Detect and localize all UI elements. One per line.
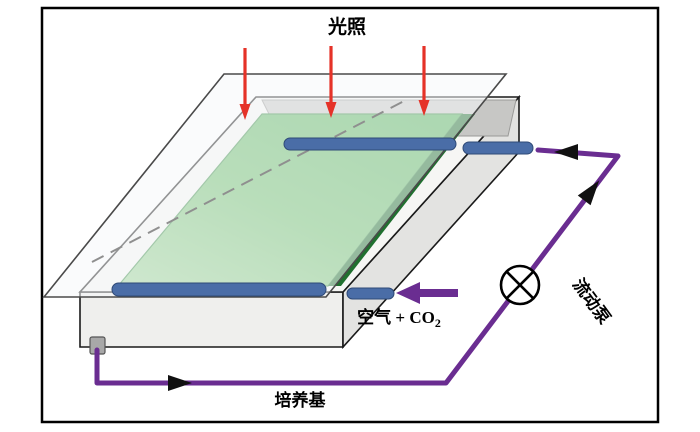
circulation-pipe xyxy=(94,147,621,386)
air-co2-label: 空气 + CO2 xyxy=(357,307,441,330)
sparger-tube-front xyxy=(111,282,327,297)
light-label: 光照 xyxy=(327,15,366,38)
air-co2-arrow xyxy=(396,282,458,304)
air-inlet-tube xyxy=(346,287,395,300)
pump-icon xyxy=(499,264,541,306)
glass-reflection-line xyxy=(91,98,409,263)
flow-arrow-left xyxy=(554,144,578,160)
flow-arrow-up xyxy=(577,180,600,206)
sparger-tube-back xyxy=(283,137,457,151)
glass-plate xyxy=(42,73,508,298)
air-co2-text: 空气 + CO xyxy=(357,307,435,327)
light-arrow-head xyxy=(418,100,430,116)
flow-arrow-right xyxy=(168,375,192,391)
light-arrow-head xyxy=(239,104,251,120)
outlet-tube-right xyxy=(462,141,534,155)
pump-cross-line-2 xyxy=(505,270,535,300)
air-co2-subscript: 2 xyxy=(435,316,441,330)
light-arrow-head xyxy=(325,102,337,118)
light-arrows xyxy=(239,46,430,120)
medium-label: 培养基 xyxy=(275,390,327,410)
reactor-front-face xyxy=(79,291,344,348)
